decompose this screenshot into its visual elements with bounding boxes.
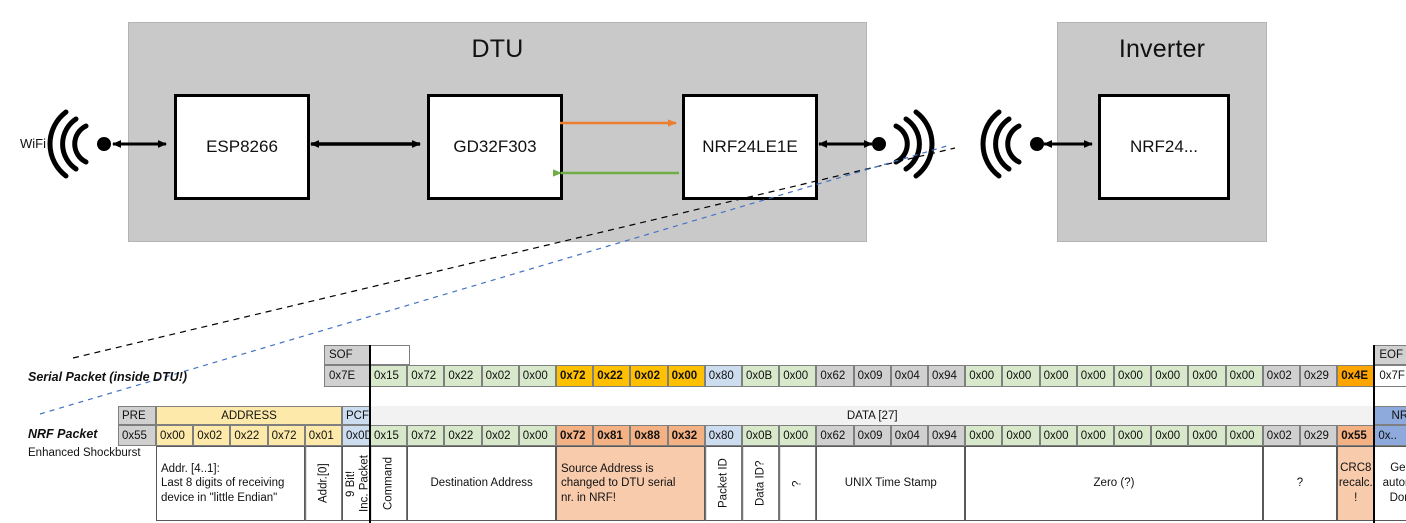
serial-byte-0: 0x15 <box>370 365 408 387</box>
desc-packet-id: Packet ID <box>704 446 742 521</box>
nrf-byte-6: 0x81 <box>593 425 631 446</box>
nrf-byte-17: 0x00 <box>1002 425 1040 446</box>
serial-packet-label: Serial Packet (inside DTU!) <box>28 370 188 384</box>
wifi-label: WiFi <box>20 136 46 151</box>
nrf-byte-20: 0x00 <box>1114 425 1152 446</box>
serial-byte-16: 0x00 <box>965 365 1003 387</box>
nrf-byte-23: 0x00 <box>1225 425 1263 446</box>
inverter-title: Inverter <box>1118 35 1206 63</box>
serial-byte-17: 0x00 <box>1002 365 1040 387</box>
separator-serial-start <box>369 345 371 523</box>
nrf-crc-byte-0: 0x.. <box>1374 425 1406 446</box>
nrf-pre-value: 0x55 <box>118 425 156 446</box>
nrf-header-crc: NRF CRC <box>1374 406 1406 425</box>
desc-nrf-crc: Generatedautomatically.Dont Care! <box>1374 446 1406 521</box>
nrf-byte-8: 0x32 <box>667 425 705 446</box>
desc-timestamp: UNIX Time Stamp <box>816 446 966 521</box>
serial-byte-21: 0x00 <box>1151 365 1189 387</box>
nrf-byte-3: 0x02 <box>481 425 519 446</box>
nrf-address-byte-1: 0x02 <box>193 425 231 446</box>
serial-sof-header: SOF <box>324 345 370 365</box>
nrf-byte-19: 0x00 <box>1076 425 1114 446</box>
nrf-byte-1: 0x72 <box>407 425 445 446</box>
serial-byte-20: 0x00 <box>1114 365 1152 387</box>
nrf-header-address: ADDRESS <box>156 406 342 425</box>
serial-byte-7: 0x02 <box>630 365 668 387</box>
nrf-packet-sublabel: Enhanced Shockburst <box>28 447 141 459</box>
nrf-byte-25: 0x29 <box>1300 425 1338 446</box>
nrf-address-byte-3: 0x72 <box>267 425 305 446</box>
desc-unknown-2: ? <box>1262 446 1338 521</box>
nrf-byte-13: 0x09 <box>853 425 891 446</box>
serial-byte-2: 0x22 <box>444 365 482 387</box>
nrf-address-byte-4: 0x01 <box>304 425 342 446</box>
dtu-title: DTU <box>471 35 524 63</box>
serial-byte-19: 0x00 <box>1076 365 1114 387</box>
nrf-byte-12: 0x62 <box>816 425 854 446</box>
nrf-header-data: DATA [27] <box>370 406 1375 425</box>
serial-byte-22: 0x00 <box>1188 365 1226 387</box>
serial-byte-6: 0x22 <box>593 365 631 387</box>
nrf-byte-18: 0x00 <box>1039 425 1077 446</box>
serial-byte-15: 0x94 <box>928 365 966 387</box>
nrf-header-pre: PRE <box>118 406 156 425</box>
nrf-byte-24: 0x02 <box>1262 425 1300 446</box>
nrf-byte-5: 0x72 <box>556 425 594 446</box>
separator-serial-end <box>1373 345 1376 523</box>
serial-byte-10: 0x0B <box>742 365 780 387</box>
nrf-byte-10: 0x0B <box>742 425 780 446</box>
nrf-byte-16: 0x00 <box>965 425 1003 446</box>
nrf-byte-21: 0x00 <box>1151 425 1189 446</box>
desc-data-id: Data ID? <box>742 446 780 521</box>
nrf-address-byte-2: 0x22 <box>230 425 268 446</box>
serial-byte-26: 0x4E <box>1337 365 1375 387</box>
serial-byte-5: 0x72 <box>556 365 594 387</box>
serial-byte-8: 0x00 <box>667 365 705 387</box>
desc-zero: Zero (?) <box>965 446 1263 521</box>
nrf-byte-0: 0x15 <box>370 425 408 446</box>
serial-byte-18: 0x00 <box>1039 365 1077 387</box>
chip-inverter-nrf24-label: NRF24... <box>1129 137 1199 156</box>
chip-inverter-nrf24: NRF24... <box>1098 94 1230 200</box>
serial-byte-9: 0x80 <box>704 365 742 387</box>
nrf-byte-15: 0x94 <box>928 425 966 446</box>
desc-addr0: Addr.[0] <box>304 446 342 521</box>
serial-byte-3: 0x02 <box>481 365 519 387</box>
nrf-byte-11: 0x00 <box>779 425 817 446</box>
serial-sof-header-blank <box>370 345 410 365</box>
serial-byte-25: 0x29 <box>1300 365 1338 387</box>
nrf-byte-7: 0x88 <box>630 425 668 446</box>
serial-byte-13: 0x09 <box>853 365 891 387</box>
nrf-byte-9: 0x80 <box>704 425 742 446</box>
nrf-byte-14: 0x04 <box>890 425 928 446</box>
nrf-byte-2: 0x22 <box>444 425 482 446</box>
serial-eof-value: 0x7F <box>1374 365 1406 387</box>
serial-sof-value: 0x7E <box>324 365 370 387</box>
desc-unknown-1: ? <box>779 446 817 521</box>
serial-eof-header: EOF <box>1374 345 1406 365</box>
serial-byte-4: 0x00 <box>518 365 556 387</box>
serial-byte-23: 0x00 <box>1225 365 1263 387</box>
serial-byte-12: 0x62 <box>816 365 854 387</box>
nrf-packet-label: NRF Packet <box>28 427 98 441</box>
serial-byte-11: 0x00 <box>779 365 817 387</box>
desc-destination: Destination Address <box>407 446 556 521</box>
desc-command: Command <box>370 446 408 521</box>
serial-byte-14: 0x04 <box>890 365 928 387</box>
nrf-address-byte-0: 0x00 <box>156 425 194 446</box>
serial-byte-24: 0x02 <box>1262 365 1300 387</box>
nrf-byte-22: 0x00 <box>1188 425 1226 446</box>
nrf-byte-4: 0x00 <box>518 425 556 446</box>
nrf-byte-26: 0x55 <box>1337 425 1375 446</box>
serial-byte-1: 0x72 <box>407 365 445 387</box>
